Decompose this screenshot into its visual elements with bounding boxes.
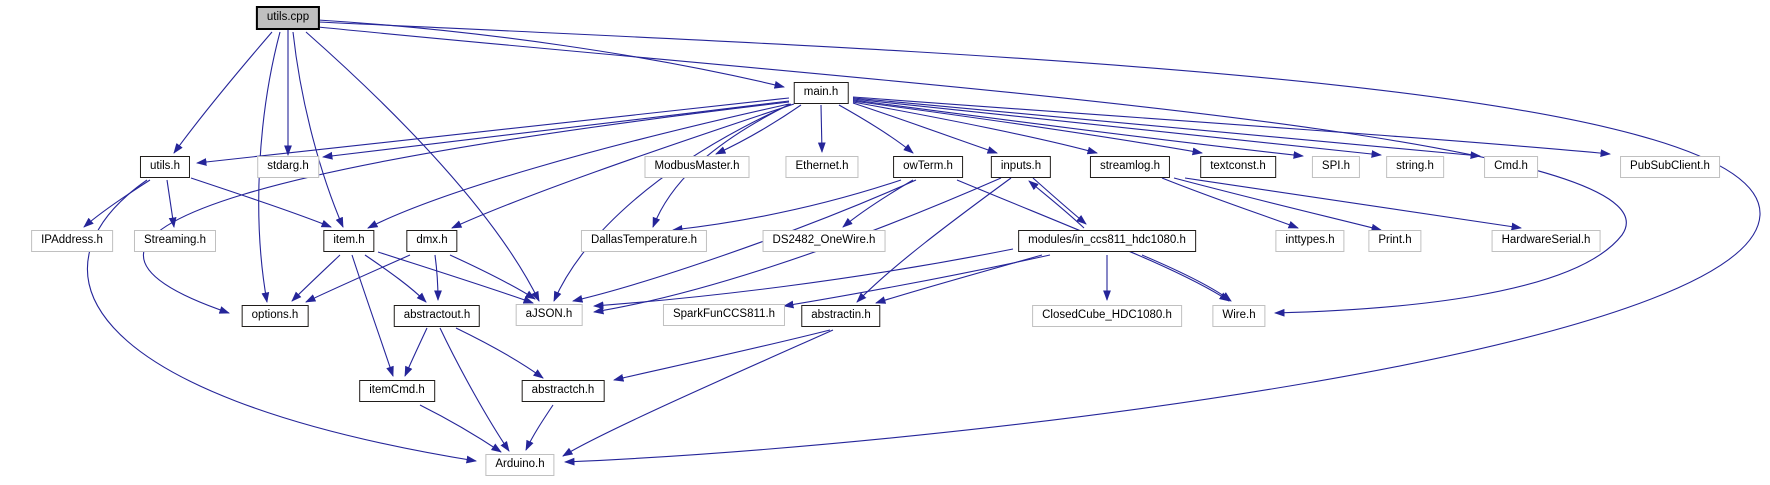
node-print-h: Print.h bbox=[1368, 230, 1422, 252]
node-abstractin-h[interactable]: abstractin.h bbox=[801, 305, 881, 327]
node-textconst-h[interactable]: textconst.h bbox=[1200, 156, 1276, 178]
edge-main-h>ajson-h bbox=[553, 103, 792, 302]
node-arduino-h: Arduino.h bbox=[485, 454, 555, 476]
edge-main-h>string-h bbox=[852, 98, 1382, 158]
node-pubsubclient-h: PubSubClient.h bbox=[1620, 156, 1720, 178]
edge-owterm-h>dallastemperature-h bbox=[672, 179, 902, 233]
node-modules-in-ccs811-hdc1080-h[interactable]: modules/in_ccs811_hdc1080.h bbox=[1018, 230, 1196, 252]
edge-dmx-h>abstractout-h bbox=[434, 254, 442, 301]
edge-utils-cpp>item-h bbox=[292, 31, 344, 228]
node-ipaddress-h: IPAddress.h bbox=[31, 230, 113, 252]
edge-item-h>abstractout-h bbox=[364, 254, 427, 303]
edge-main-h>owterm-h bbox=[838, 104, 914, 154]
node-closedcube-hdc1080-h: ClosedCube_HDC1080.h bbox=[1032, 305, 1182, 327]
node-options-h[interactable]: options.h bbox=[241, 305, 309, 327]
node-item-h[interactable]: item.h bbox=[323, 230, 375, 252]
edge-inputs-h>modules-in-ccs811-hdc1080-h bbox=[1032, 177, 1087, 225]
edge-itemcmd-h>arduino-h bbox=[419, 404, 502, 453]
edge-streamlog-h>inttypes-h bbox=[1161, 177, 1299, 229]
edge-modules-in-ccs811-hdc1080-h>sparkfunccs811-h bbox=[783, 254, 1051, 309]
node-wire-h: Wire.h bbox=[1212, 305, 1266, 327]
node-modbusmaster-h: ModbusMaster.h bbox=[644, 156, 750, 178]
edge-main-h>utils-h bbox=[196, 97, 790, 166]
node-streamlog-h[interactable]: streamlog.h bbox=[1089, 156, 1171, 178]
edge-abstractout-h>arduino-h bbox=[439, 327, 510, 452]
edge-main-h>cmd-h bbox=[852, 97, 1481, 159]
edge-modules-in-ccs811-hdc1080-h>inputs-h bbox=[1028, 180, 1085, 229]
edge-inputs-h>ajson-h bbox=[593, 177, 1002, 315]
edge-main-h>pubsubclient-h bbox=[852, 96, 1611, 157]
node-inttypes-h: inttypes.h bbox=[1275, 230, 1345, 252]
edge-main-h>ethernet-h bbox=[817, 104, 826, 153]
edge-utils-h>streaming-h bbox=[166, 179, 177, 228]
edge-utils-cpp>ajson-h bbox=[305, 31, 540, 302]
edge-main-h>spi-h bbox=[852, 99, 1304, 159]
node-stdarg-h: stdarg.h bbox=[257, 156, 319, 178]
node-ajson-h: aJSON.h bbox=[515, 304, 583, 326]
node-ethernet-h: Ethernet.h bbox=[785, 156, 859, 178]
edge-utils-h>ipaddress-h bbox=[83, 179, 151, 228]
edge-main-h>item-h bbox=[367, 103, 790, 229]
node-inputs-h[interactable]: inputs.h bbox=[990, 156, 1052, 178]
edge-abstractin-h>abstractch-h bbox=[613, 329, 831, 382]
edge-item-h>options-h bbox=[291, 254, 341, 302]
node-streaming-h: Streaming.h bbox=[133, 230, 217, 252]
node-spi-h: SPI.h bbox=[1311, 156, 1361, 178]
edge-streamlog-h>print-h bbox=[1173, 177, 1382, 232]
edge-utils-cpp>utils-h bbox=[173, 31, 273, 154]
node-cmd-h: Cmd.h bbox=[1484, 156, 1538, 178]
edge-main-h>inputs-h bbox=[852, 102, 998, 154]
edge-owterm-h>ajson-h bbox=[572, 179, 917, 303]
edge-main-h>stdarg-h bbox=[322, 100, 790, 160]
edge-utils-h>arduino-h bbox=[87, 179, 477, 464]
node-sparkfunccs811-h: SparkFunCCS811.h bbox=[662, 304, 786, 326]
edge-main-h>modbusmaster-h bbox=[715, 104, 802, 155]
node-itemcmd-h[interactable]: itemCmd.h bbox=[359, 380, 435, 402]
edge-item-h>ajson-h bbox=[377, 251, 534, 304]
edge-modules-in-ccs811-hdc1080-h>ajson-h bbox=[593, 248, 1014, 310]
edge-main-h>options-h bbox=[142, 101, 790, 314]
node-dallastemperature-h: DallasTemperature.h bbox=[580, 230, 708, 252]
node-abstractch-h[interactable]: abstractch.h bbox=[521, 380, 605, 402]
edge-utils-cpp>arduino-h bbox=[317, 21, 1761, 466]
edge-dmx-h>ajson-h bbox=[449, 254, 536, 300]
node-hardwareserial-h: HardwareSerial.h bbox=[1491, 230, 1601, 252]
edge-abstractout-h>itemcmd-h bbox=[404, 327, 428, 377]
edge-modules-in-ccs811-hdc1080-h>wire-h bbox=[1141, 254, 1232, 302]
node-string-h: string.h bbox=[1386, 156, 1444, 178]
edge-modules-in-ccs811-hdc1080-h>abstractin-h bbox=[875, 254, 1043, 304]
node-ds2482-onewire-h: DS2482_OneWire.h bbox=[762, 230, 886, 252]
edge-utils-cpp>main-h bbox=[317, 19, 785, 89]
edge-streamlog-h>hardwareserial-h bbox=[1184, 177, 1522, 231]
edge-abstractch-h>arduino-h bbox=[525, 404, 554, 451]
edge-dmx-h>options-h bbox=[305, 254, 411, 303]
edge-main-h>textconst-h bbox=[852, 100, 1203, 156]
edge-item-h>itemcmd-h bbox=[351, 254, 394, 377]
node-utils-h[interactable]: utils.h bbox=[139, 156, 191, 178]
edge-abstractin-h>arduino-h bbox=[562, 329, 834, 457]
edge-utils-h>item-h bbox=[190, 177, 332, 228]
node-utils-cpp[interactable]: utils.cpp bbox=[255, 6, 321, 30]
node-dmx-h[interactable]: dmx.h bbox=[406, 230, 458, 252]
edge-main-h>streamlog-h bbox=[852, 101, 1098, 155]
edge-utils-cpp>wire-h bbox=[317, 26, 1627, 317]
node-main-h[interactable]: main.h bbox=[793, 82, 849, 104]
node-owterm-h[interactable]: owTerm.h bbox=[893, 156, 963, 178]
edge-abstractout-h>abstractch-h bbox=[455, 327, 544, 379]
edge-inputs-h>abstractin-h bbox=[856, 177, 1012, 303]
edge-main-h>dmx-h bbox=[451, 103, 795, 229]
node-abstractout-h[interactable]: abstractout.h bbox=[393, 305, 481, 327]
